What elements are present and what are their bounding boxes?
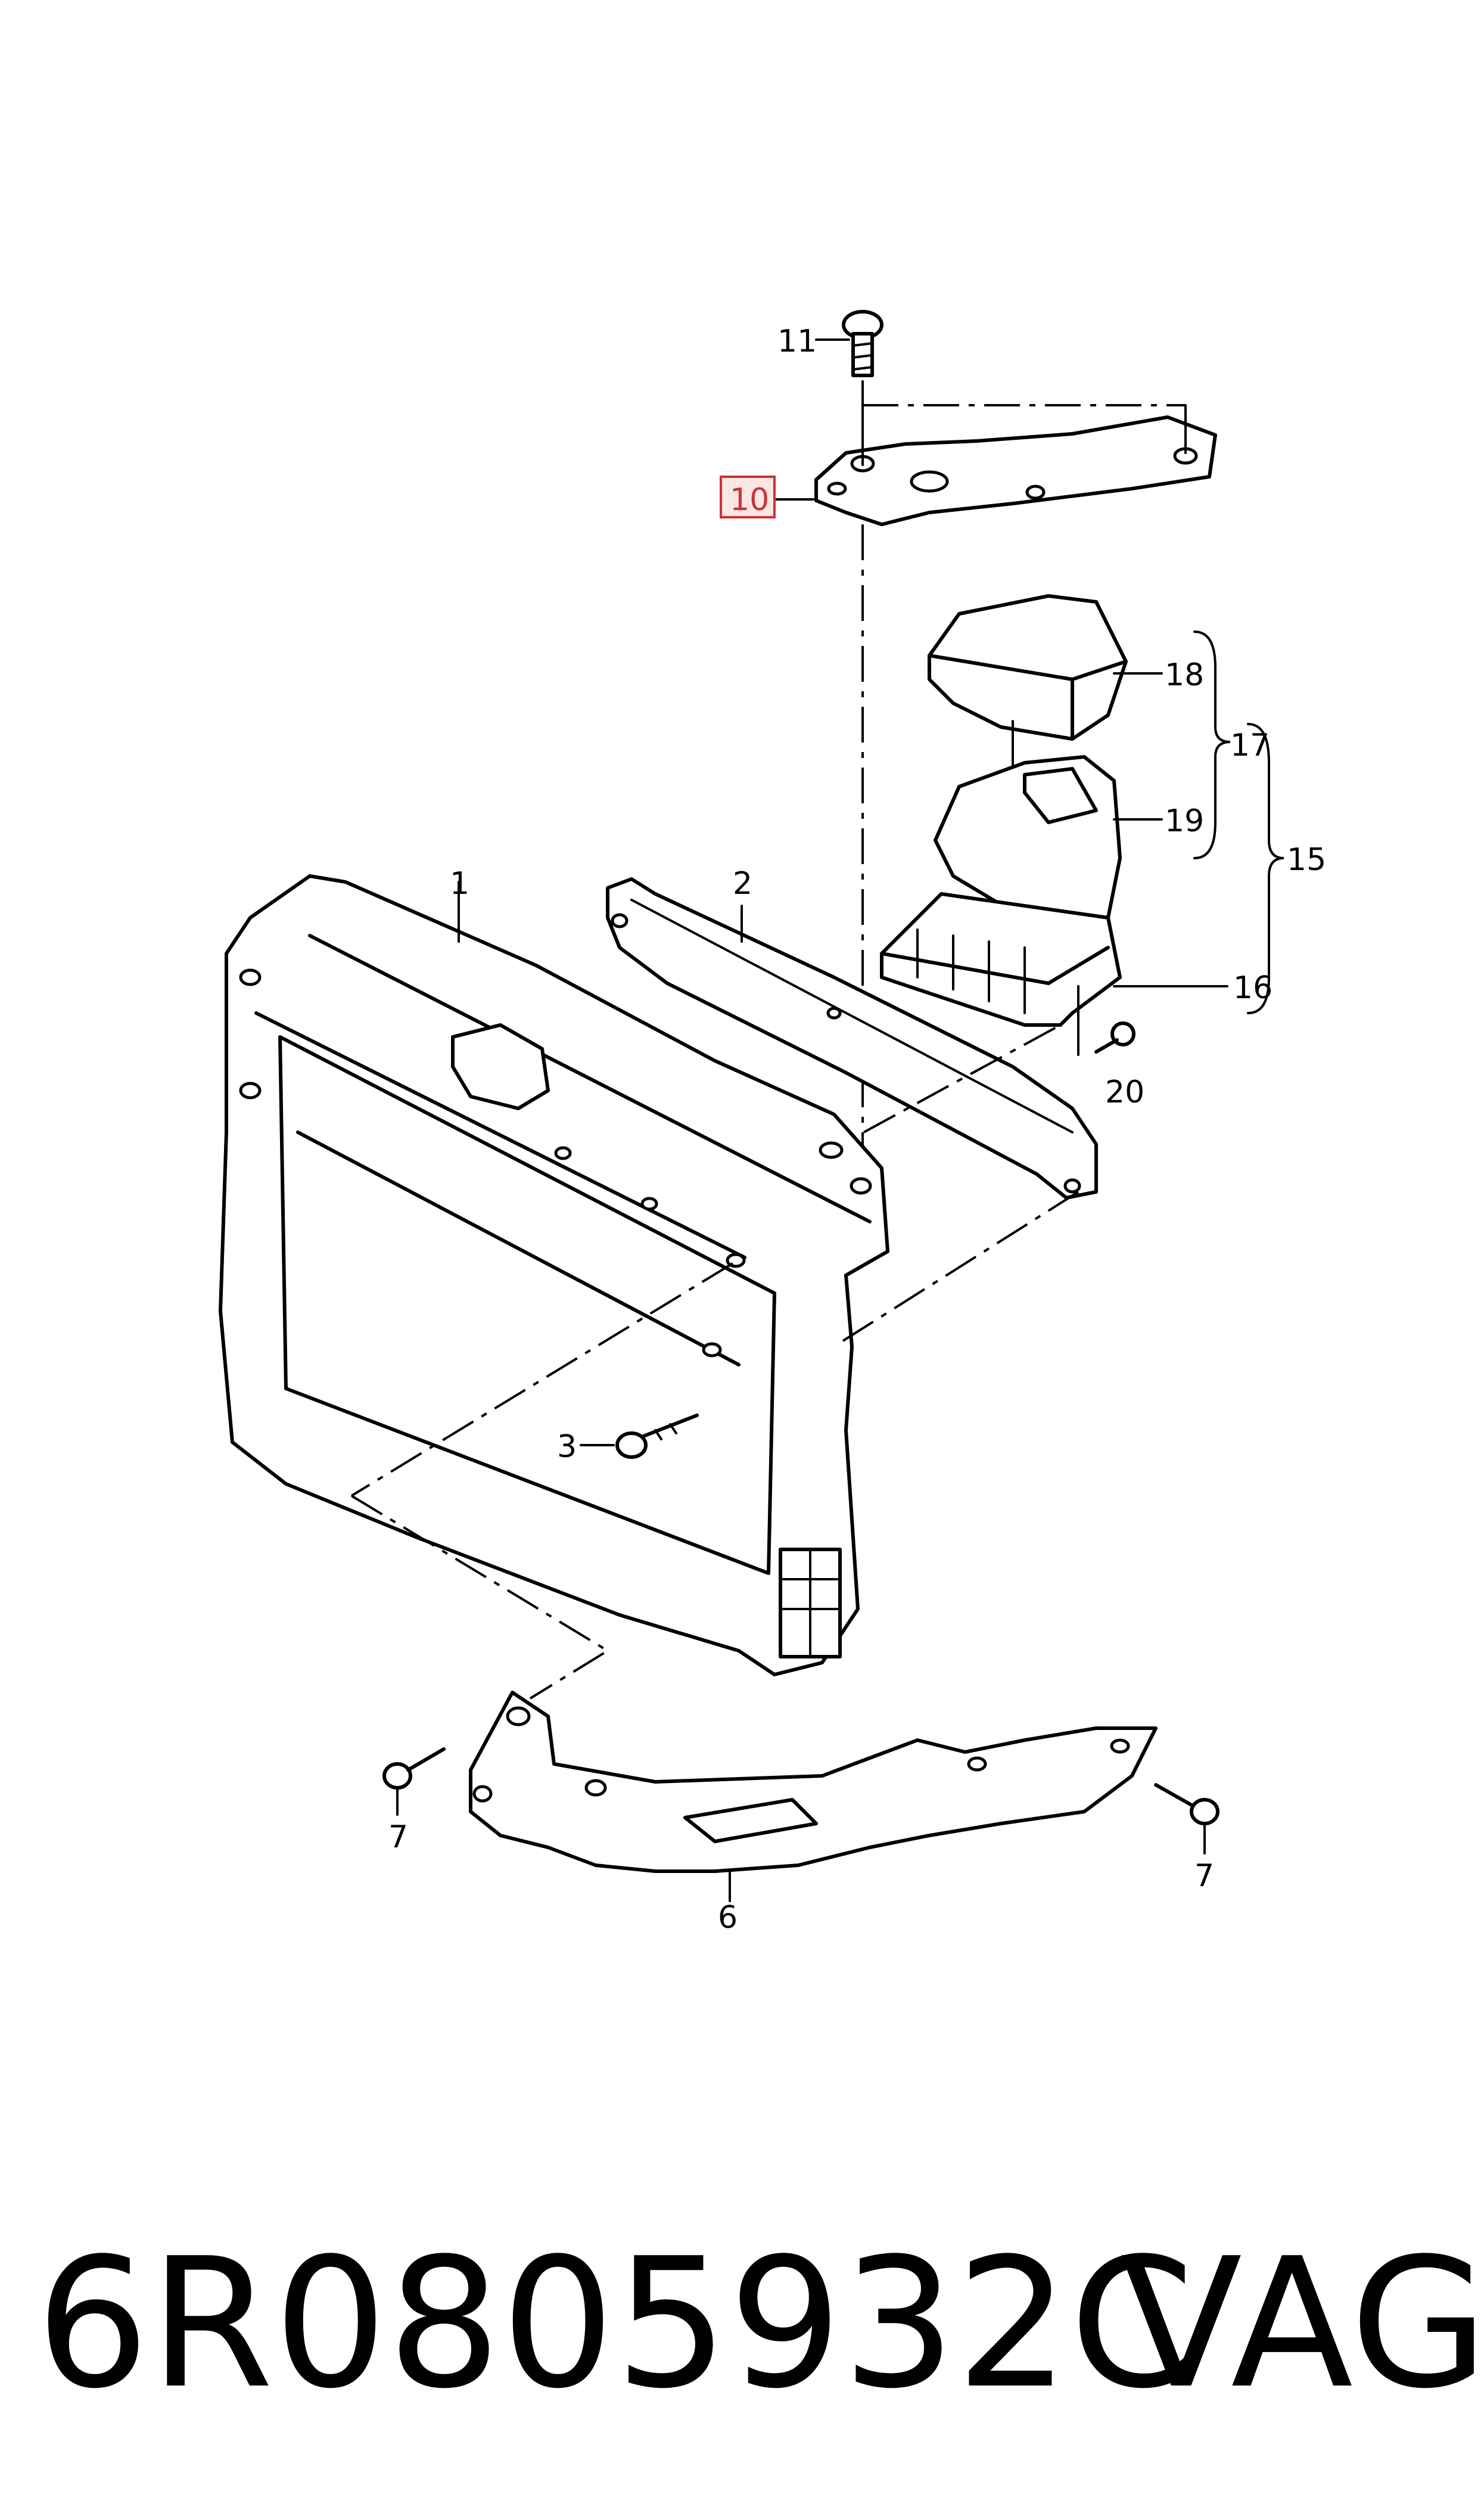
part-6-lower-bracket xyxy=(469,1691,1158,1873)
callout-7-right: 7 xyxy=(1194,1858,1214,1894)
callout-1: 1 xyxy=(450,866,469,902)
part-11-screw xyxy=(842,310,883,377)
footer: 6R0805932C VAG xyxy=(0,2205,1484,2443)
callout-16: 16 xyxy=(1233,970,1273,1006)
part-3-screw xyxy=(615,1414,699,1459)
callout-7-left: 7 xyxy=(388,1819,408,1855)
callout-11: 11 xyxy=(777,324,817,359)
part-16-air-duct xyxy=(880,892,1122,1027)
part-7-screw-left xyxy=(382,1747,446,1790)
brand-label: VAG xyxy=(1120,2220,1484,2428)
part-number-label: 6R0805932C xyxy=(36,2220,1194,2428)
callout-20: 20 xyxy=(1105,1074,1144,1110)
part-10-bracket xyxy=(814,415,1217,526)
callout-19: 19 xyxy=(1165,803,1204,839)
callout-10: 10 xyxy=(720,476,776,518)
part-19-air-guide xyxy=(934,755,1122,931)
callout-2: 2 xyxy=(733,866,752,902)
svg-text:10: 10 xyxy=(730,482,769,518)
callout-3: 3 xyxy=(557,1429,577,1465)
callout-18: 18 xyxy=(1165,657,1204,693)
part-18-air-guide xyxy=(928,594,1128,741)
callout-6: 6 xyxy=(718,1900,738,1936)
part-1-front-frame xyxy=(219,874,889,1676)
callout-15: 15 xyxy=(1287,842,1326,878)
part-20-screw xyxy=(1094,1021,1135,1054)
part-7-screw-right xyxy=(1154,1783,1219,1825)
part-2-cross-member xyxy=(606,877,1098,1200)
callout-17: 17 xyxy=(1230,728,1270,763)
